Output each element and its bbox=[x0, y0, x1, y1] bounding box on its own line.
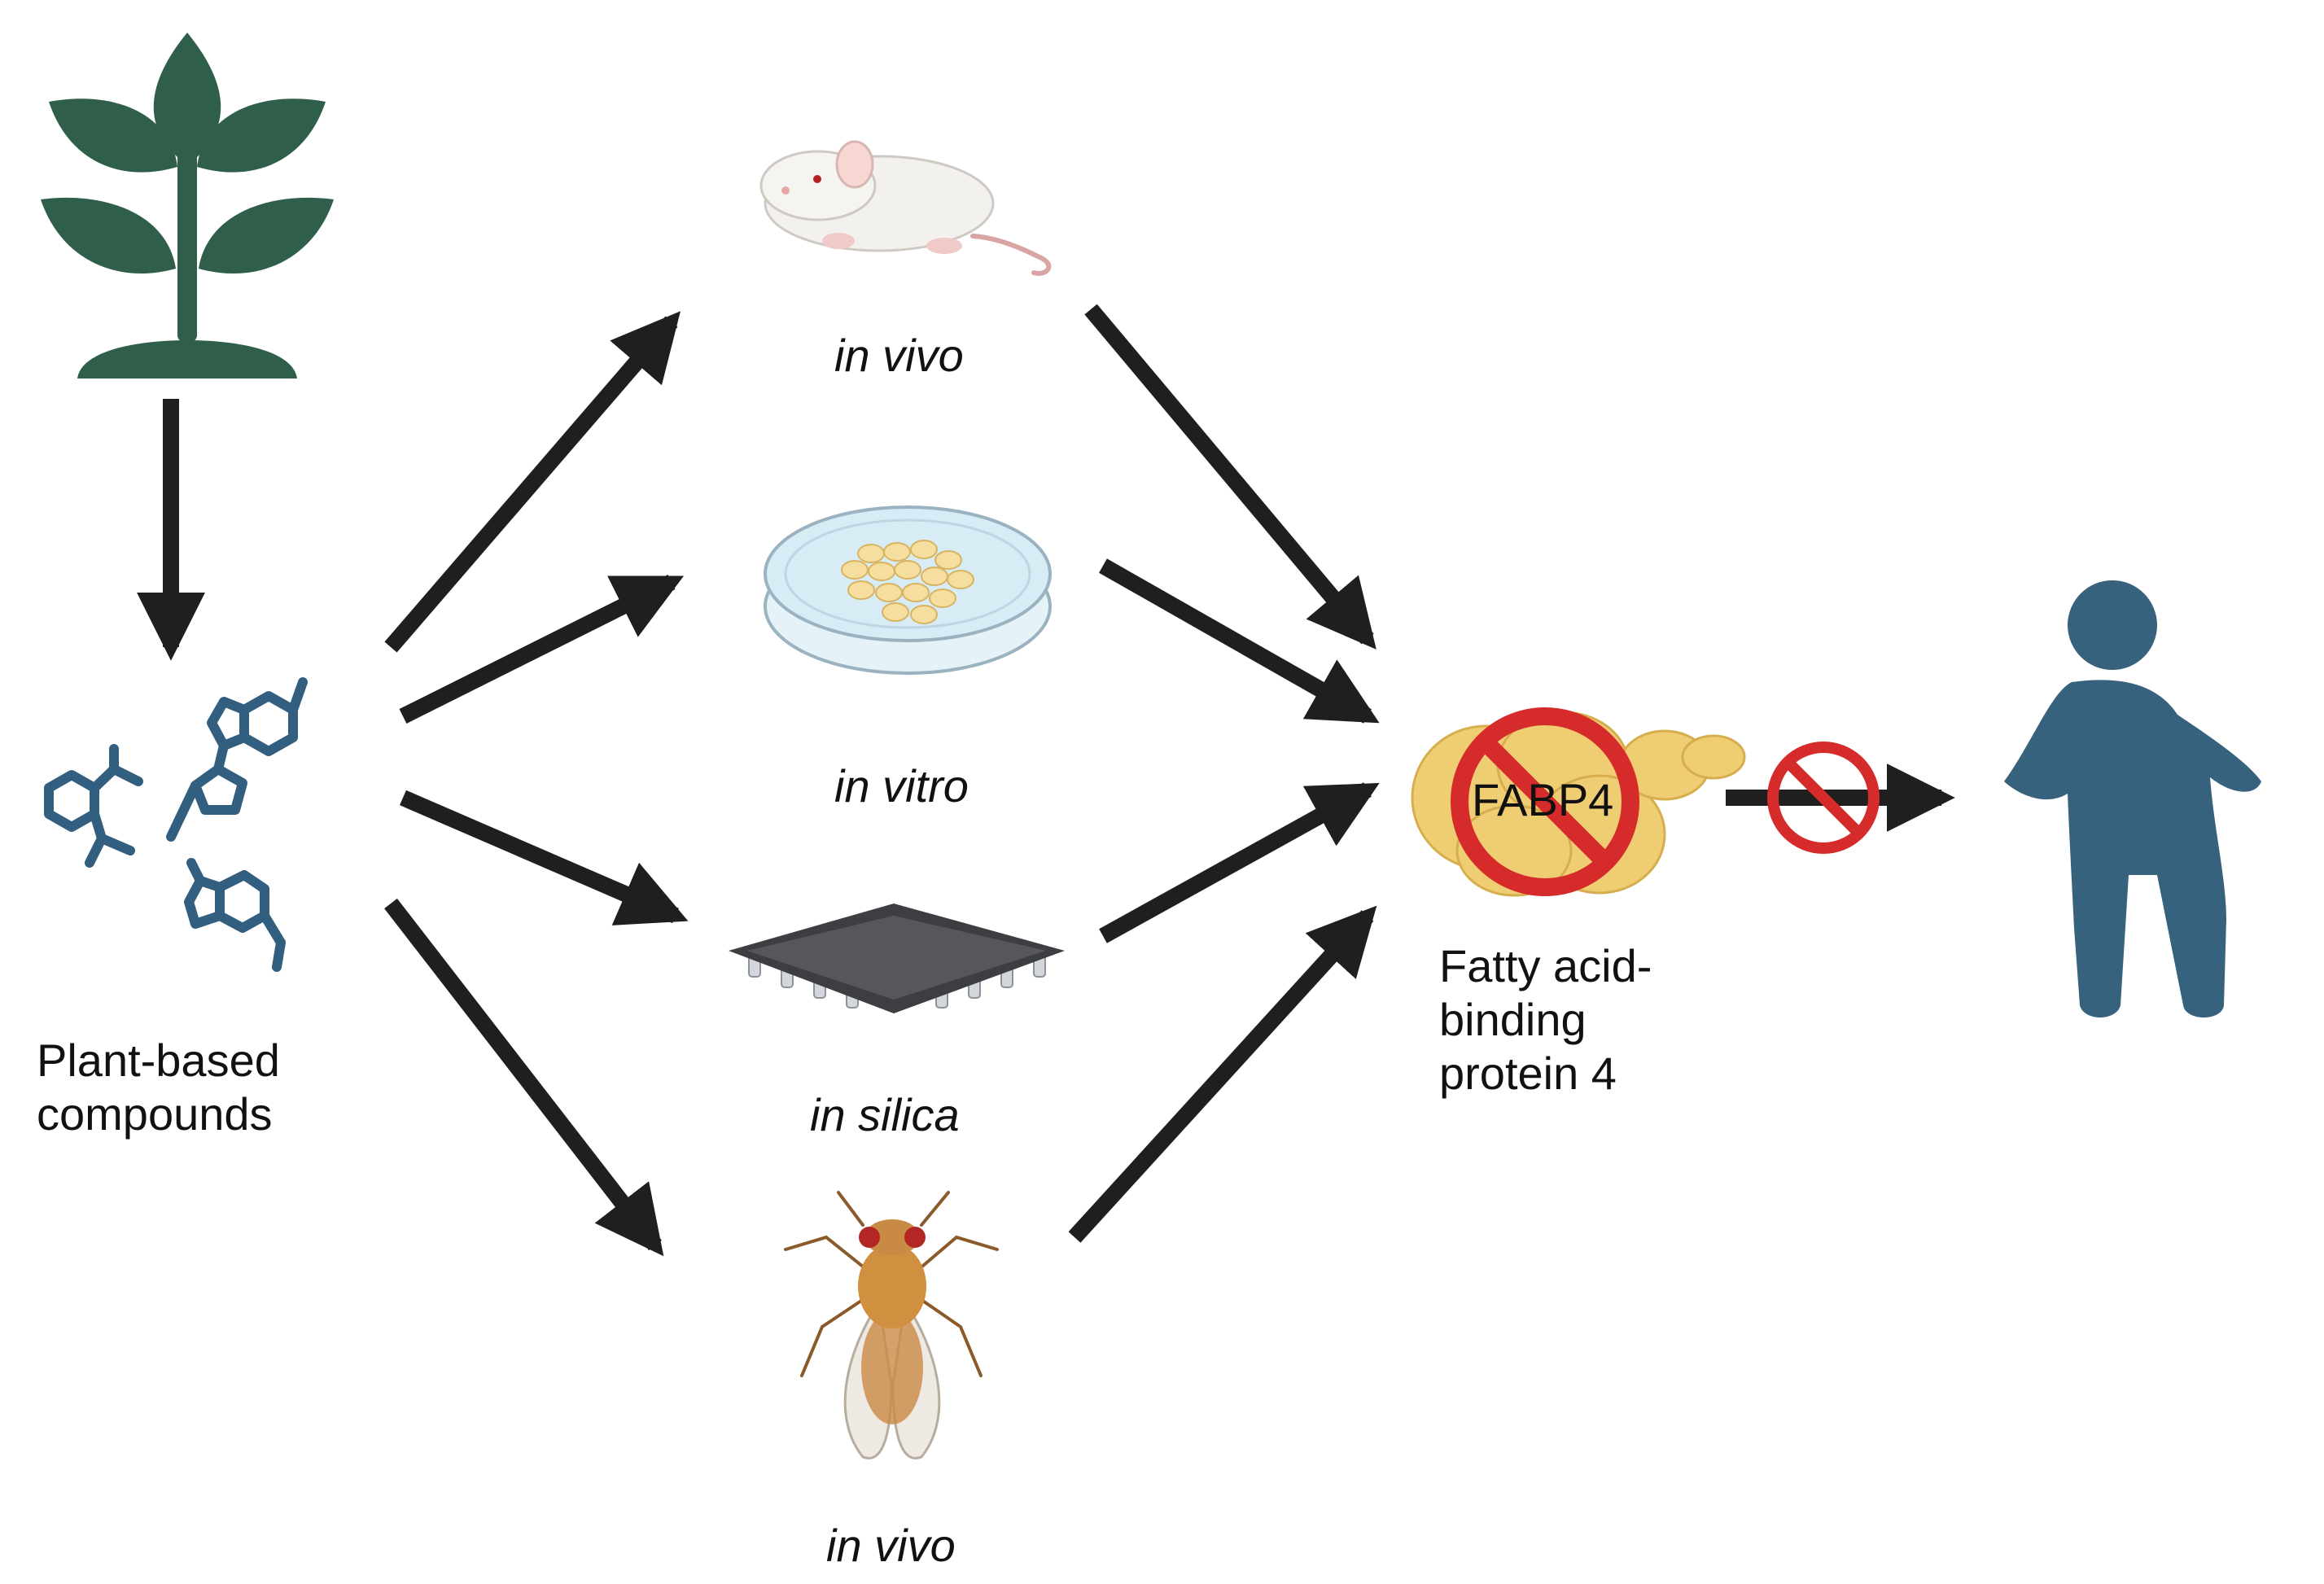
prohibit-arrow-icon bbox=[1767, 742, 1880, 854]
method-mouse-label: in vivo bbox=[834, 330, 964, 381]
fruit-fly-icon bbox=[784, 1191, 999, 1459]
arrow-cells-to-fabp4 bbox=[1099, 558, 1380, 724]
arrow-compounds-to-fly bbox=[384, 898, 664, 1257]
molecules-icon bbox=[44, 677, 308, 972]
target-code-label: FABP4 bbox=[1472, 774, 1614, 825]
method-fly-label: in vivo bbox=[826, 1520, 956, 1571]
method-cells-label: in vitro bbox=[834, 760, 969, 812]
arrows bbox=[137, 304, 1955, 1257]
plant-icon bbox=[41, 33, 334, 378]
target-name-line1: Fatty acid- bbox=[1439, 940, 1652, 991]
arrow-compounds-to-mouse bbox=[384, 311, 681, 653]
arrow-chip-to-fabp4 bbox=[1099, 782, 1380, 943]
person-icon bbox=[2004, 580, 2261, 1017]
arrow-mouse-to-fabp4 bbox=[1084, 304, 1376, 650]
petri-dish-icon bbox=[764, 505, 1052, 675]
target-name-line3: protein 4 bbox=[1439, 1048, 1617, 1099]
arrow-fly-to-fabp4 bbox=[1068, 905, 1377, 1243]
compounds-label-line1: Plant-based bbox=[37, 1035, 280, 1086]
arrow-compounds-to-chip bbox=[400, 790, 689, 925]
microchip-icon bbox=[729, 904, 1065, 1013]
prohibit-icon bbox=[1451, 707, 1639, 896]
compounds-label: Plant-based compounds bbox=[37, 1034, 280, 1141]
arrow-compounds-to-cells bbox=[399, 575, 685, 724]
method-chip-label: in silica bbox=[810, 1089, 960, 1140]
target-name-label: Fatty acid- binding protein 4 bbox=[1439, 939, 1652, 1100]
mouse-icon bbox=[759, 140, 1052, 276]
target-name-line2: binding bbox=[1439, 994, 1587, 1045]
compounds-label-line2: compounds bbox=[37, 1088, 273, 1140]
